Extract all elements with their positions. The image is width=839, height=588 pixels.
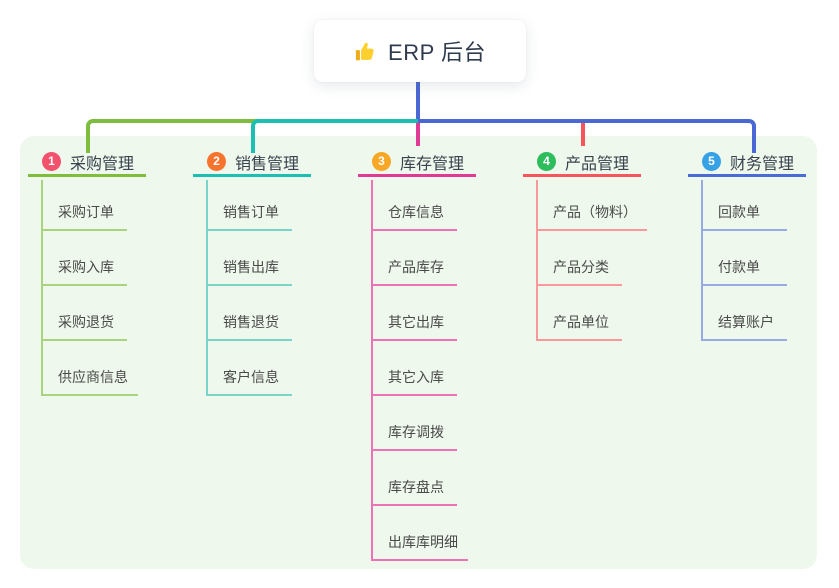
child-node[interactable]: 采购入库 [41, 252, 127, 286]
child-node[interactable]: 库存调拨 [371, 417, 457, 451]
child-node[interactable]: 销售订单 [206, 197, 292, 231]
connector-branch-4 [581, 123, 585, 146]
connector-root-vertical [416, 80, 420, 120]
branch-node-3[interactable]: 3 库存管理 [358, 149, 476, 177]
child-node[interactable]: 付款单 [701, 252, 787, 286]
child-node[interactable]: 供应商信息 [41, 362, 138, 396]
branch-node-2[interactable]: 2 销售管理 [193, 149, 311, 177]
child-node[interactable]: 产品分类 [536, 252, 622, 286]
connector-branch-2 [251, 119, 422, 153]
child-node[interactable]: 出库库明细 [371, 527, 468, 561]
branch-children-connector [206, 180, 208, 396]
branch-title: 产品管理 [565, 155, 630, 173]
child-node[interactable]: 库存盘点 [371, 472, 457, 506]
branch-number-badge: 5 [702, 152, 721, 171]
child-node[interactable]: 客户信息 [206, 362, 292, 396]
child-node[interactable]: 销售出库 [206, 252, 292, 286]
child-node[interactable]: 销售退货 [206, 307, 292, 341]
branch-node-1[interactable]: 1 采购管理 [28, 149, 146, 177]
branch-title: 库存管理 [400, 155, 465, 173]
root-node[interactable]: ERP 后台 [314, 20, 526, 82]
child-node[interactable]: 结算账户 [701, 307, 787, 341]
branches-panel [20, 136, 817, 569]
branch-title: 采购管理 [70, 155, 135, 173]
child-node[interactable]: 其它出库 [371, 307, 457, 341]
branch-title: 销售管理 [235, 155, 300, 173]
branch-node-4[interactable]: 4 产品管理 [523, 149, 641, 177]
child-node[interactable]: 产品单位 [536, 307, 622, 341]
branch-number-badge: 1 [42, 152, 61, 171]
child-node[interactable]: 仓库信息 [371, 197, 457, 231]
thumbs-up-icon [354, 40, 377, 63]
branch-children-connector [701, 180, 703, 341]
root-node-label: ERP 后台 [388, 40, 486, 65]
child-node[interactable]: 回款单 [701, 197, 787, 231]
child-node[interactable]: 产品（物料） [536, 197, 647, 231]
branch-number-badge: 4 [537, 152, 556, 171]
branch-title: 财务管理 [730, 155, 795, 173]
connector-branch-1 [86, 119, 257, 153]
connector-branch-5 [418, 119, 756, 153]
branch-children-connector [41, 180, 43, 396]
branch-number-badge: 2 [207, 152, 226, 171]
child-node[interactable]: 产品库存 [371, 252, 457, 286]
branch-number-badge: 3 [372, 152, 391, 171]
branch-node-5[interactable]: 5 财务管理 [688, 149, 806, 177]
child-node[interactable]: 采购订单 [41, 197, 127, 231]
connector-branch-3 [416, 123, 420, 146]
branch-children-connector [371, 180, 373, 561]
branch-children-connector [536, 180, 538, 341]
child-node[interactable]: 采购退货 [41, 307, 127, 341]
child-node[interactable]: 其它入库 [371, 362, 457, 396]
